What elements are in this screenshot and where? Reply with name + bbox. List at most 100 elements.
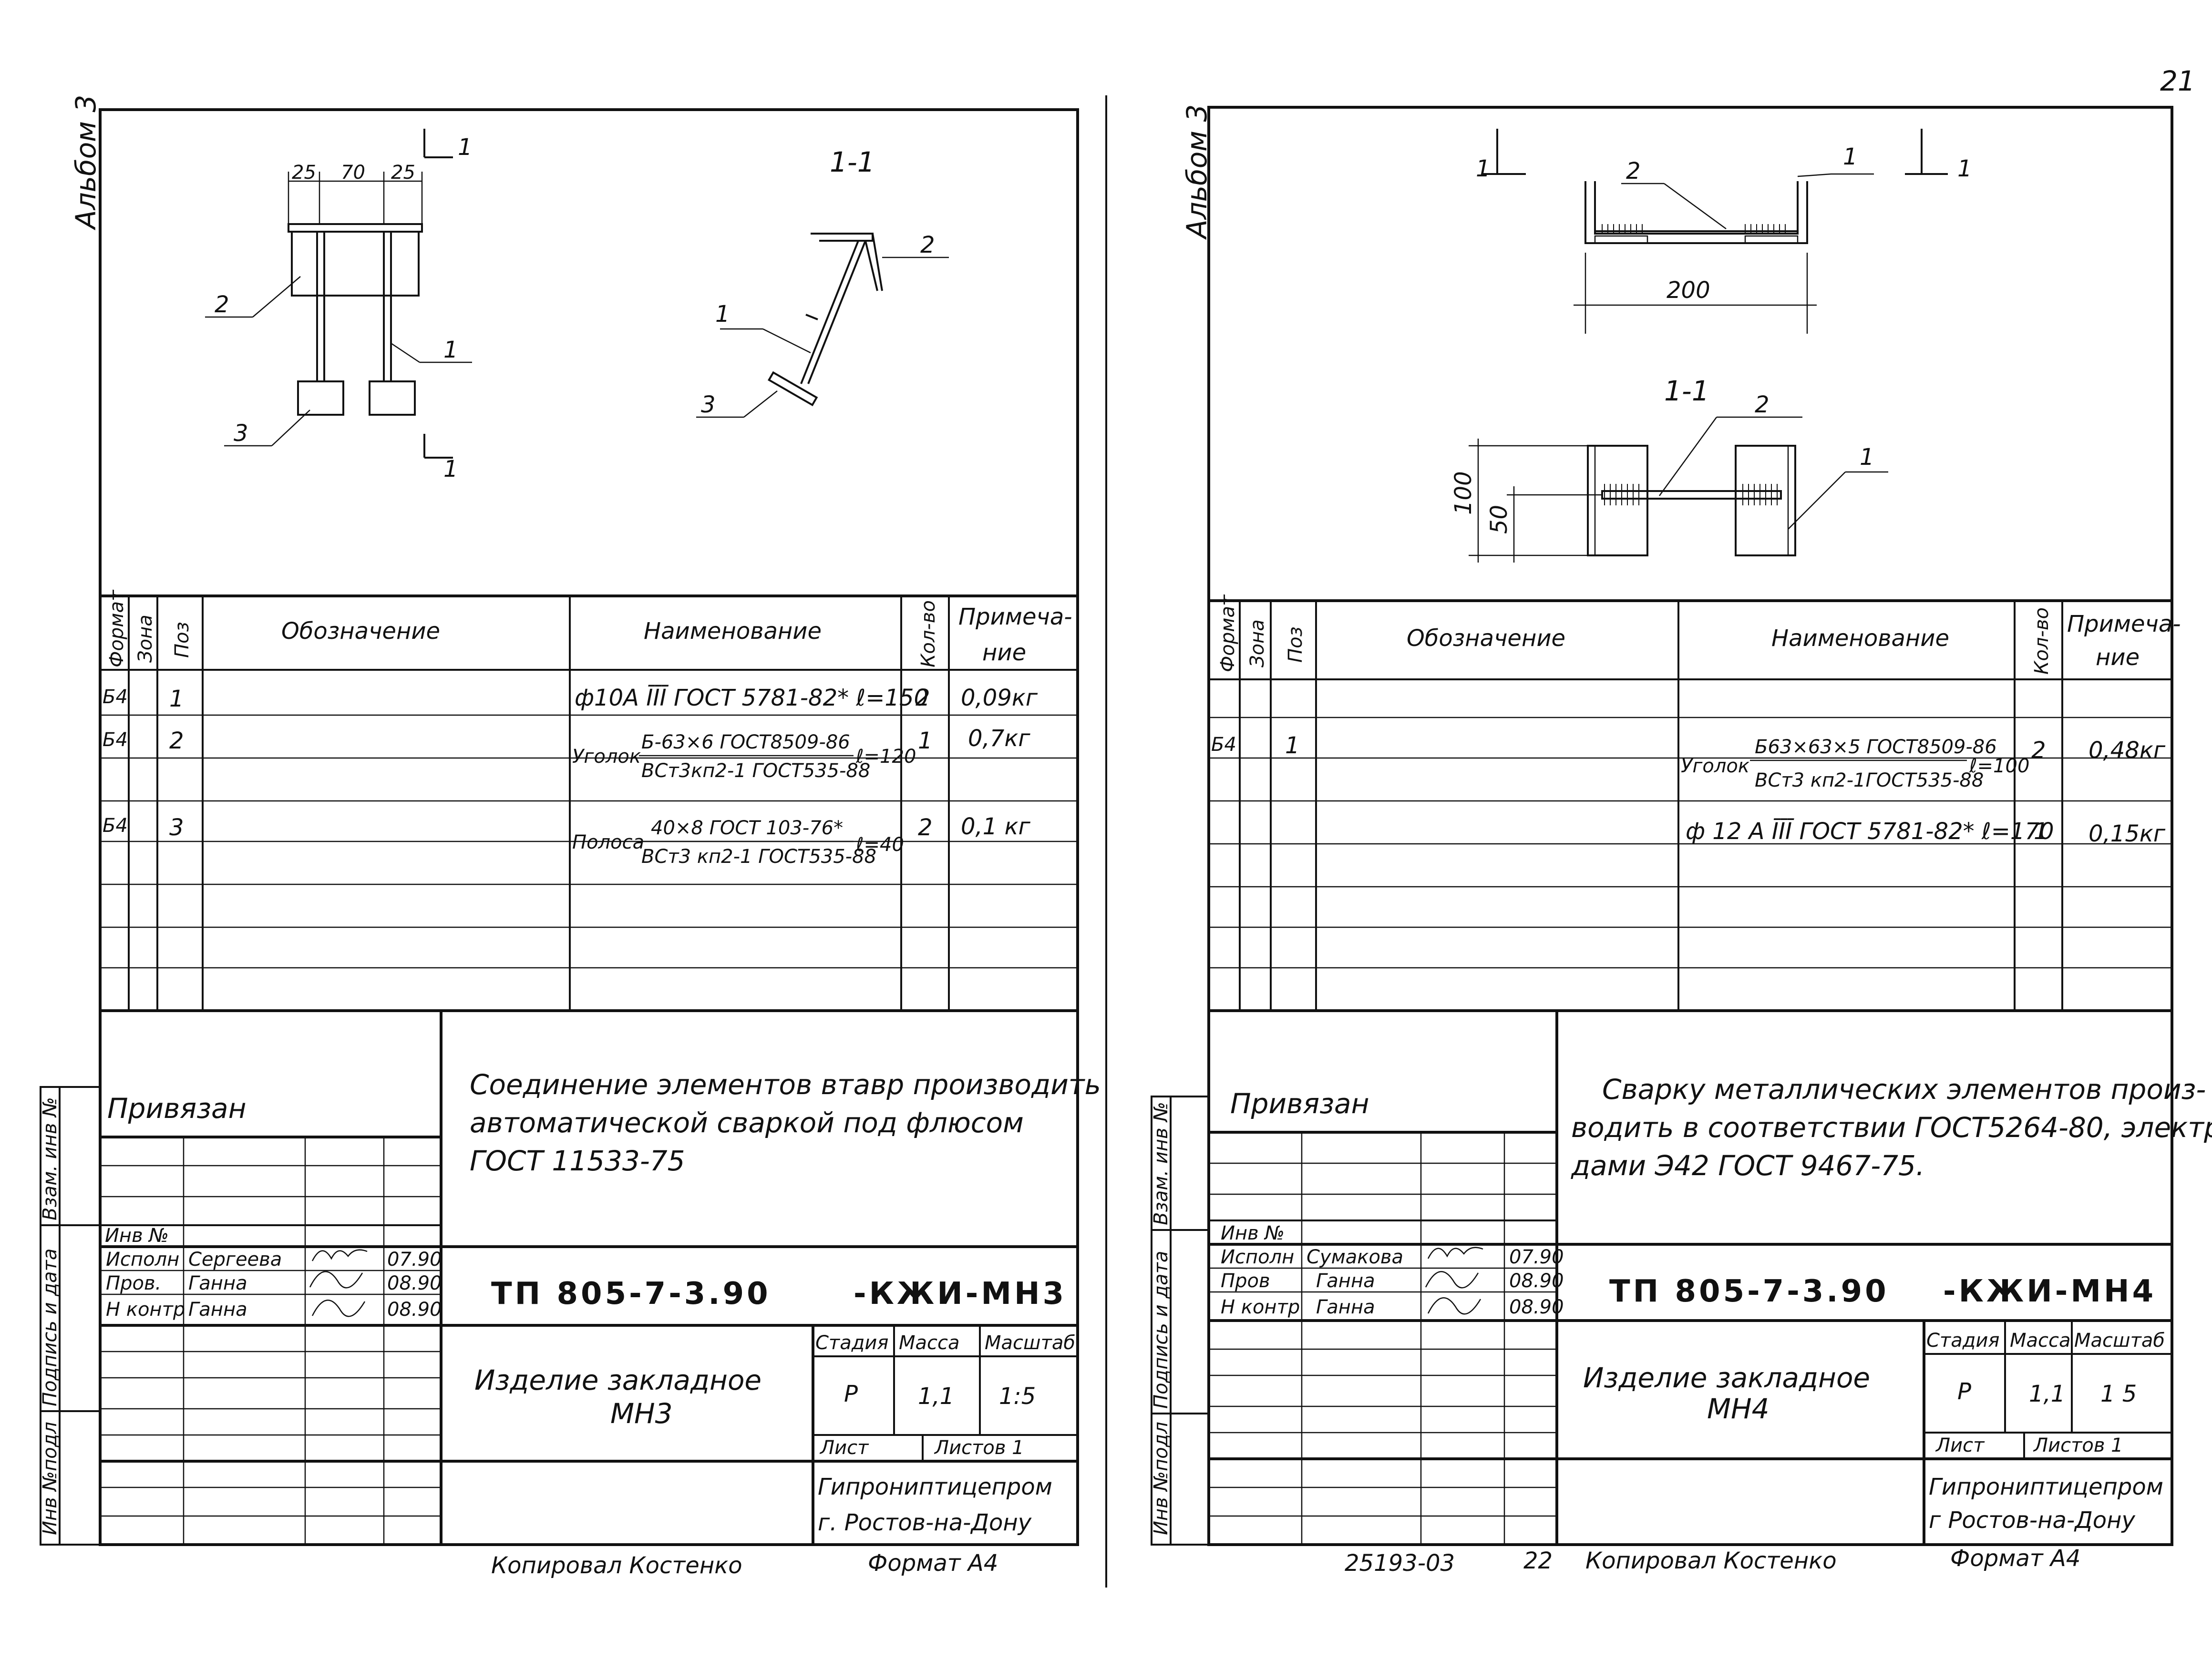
mass-h-left: Масса: [899, 1332, 960, 1354]
hdr-pos-r: Поз: [1285, 626, 1307, 663]
row2-qty: 1: [918, 728, 933, 754]
hdr-zone: Зона: [134, 615, 156, 663]
row2-prefix: Уголок: [572, 746, 641, 768]
plate-right: [369, 380, 416, 416]
mass-right: 1,1: [2029, 1381, 2065, 1407]
left-strip-inv-podl: Инв №подл: [39, 1422, 61, 1535]
angle-flange: [288, 223, 423, 233]
note-line-2: автоматической сваркой под флюсом: [470, 1107, 1024, 1139]
title-2-right: МН4: [1707, 1393, 1770, 1425]
r-note-line-3: дами Э42 ГОСТ 9467-75.: [1571, 1149, 1924, 1182]
doc-code-left: ТП 805-7-3.90: [491, 1276, 771, 1312]
plan-callout-1: 1: [1843, 143, 1858, 170]
org-2-right: г Ростов-на-Дону: [1929, 1507, 2135, 1534]
doc-code-right: ТП 805-7-3.90: [1609, 1274, 1889, 1309]
r-row2-note: 0,15кг: [2089, 820, 2166, 847]
org-1-right: Гипрониптицепром: [1929, 1474, 2163, 1500]
right-frame: [1207, 106, 2173, 1546]
left-frame: [99, 108, 1079, 1546]
stage-right: Р: [1957, 1378, 1971, 1405]
r-row1-pos: 1: [1285, 732, 1300, 759]
left-strip-vzam: Взам. инв №: [39, 1097, 61, 1220]
row1-pos: 1: [169, 686, 184, 712]
row1-name: ф10А ĪĪĪ ГОСТ 5781-82* ℓ=150: [575, 685, 928, 711]
hdr-designation-r: Обозначение: [1407, 625, 1565, 652]
section-mark-bottom: 1: [443, 456, 458, 482]
role-prov-right: Пров: [1221, 1270, 1270, 1292]
callout-3: 3: [234, 420, 248, 447]
date-1-left: 07.90: [387, 1249, 442, 1271]
scale-right: 1 5: [2100, 1381, 2137, 1407]
hdr-qty: Кол-во: [917, 600, 939, 667]
left-strip-podpis: Подпись и дата: [39, 1249, 61, 1406]
row1-qty: 2: [916, 685, 930, 711]
left-sheet: Альбом 3 25 70 25 2 1: [39, 95, 1101, 1579]
r-row2-qty: 1: [2034, 818, 2048, 845]
r-row2-name: ф 12 А ĪĪĪ ГОСТ 5781-82* ℓ=170: [1686, 818, 2054, 845]
title-2-left: МН3: [610, 1397, 673, 1430]
date-3-left: 08.90: [387, 1299, 442, 1321]
org-2-left: г. Ростов-на-Дону: [818, 1509, 1032, 1536]
row1-note: 0,09кг: [961, 685, 1038, 711]
right-strip-inv-podl: Инв №подл: [1150, 1422, 1172, 1535]
hdr-designation: Обозначение: [281, 618, 440, 645]
order-number: 25193-03: [1345, 1550, 1455, 1577]
section-angle-right: [1735, 445, 1796, 556]
section-callout-2: 2: [920, 232, 935, 258]
inv-no-left: Инв №: [105, 1225, 169, 1247]
row2-name-a: Б-63×6 ГОСТ8509-86: [641, 731, 850, 753]
hdr-note-1-r: Примеча-: [2067, 611, 2181, 637]
left-title-block: Привязан Инв № Исполн Пров. Н контр Серг…: [100, 1011, 1078, 1545]
row2-name-b: ВСт3кп2-1 ГОСТ535-88: [641, 760, 870, 782]
section-mark-left: 1: [1476, 155, 1491, 182]
dim-50: 50: [1486, 505, 1512, 534]
signature-right: [1425, 1247, 1483, 1315]
weld-hatch-left: [1602, 224, 1643, 234]
right-spec-table: Формат Зона Поз Обозначение Наименование…: [1209, 594, 2181, 1012]
stage-h-left: Стадия: [815, 1332, 888, 1354]
callout-2: 2: [215, 291, 229, 318]
r-row1-prefix: Уголок: [1681, 755, 1749, 777]
date-2-left: 08.90: [387, 1272, 442, 1294]
date-1-right: 07.90: [1509, 1246, 1564, 1268]
hdr-note-2: ние: [982, 639, 1026, 666]
section-weld-hatch: [1604, 484, 1778, 505]
dim-100: 100: [1450, 471, 1477, 515]
hdr-qty-r: Кол-во: [2031, 607, 2053, 675]
row3-pos: 3: [169, 814, 184, 841]
right-strip-podpis: Подпись и дата: [1150, 1251, 1172, 1409]
plan-callout-2: 2: [1626, 158, 1641, 184]
row3-suffix: ℓ=40: [855, 834, 904, 856]
signature-left: [309, 1249, 368, 1317]
name-3-right: Ганна: [1316, 1296, 1375, 1318]
sheet-h-right: Лист: [1935, 1435, 1985, 1456]
dim-25-right: 25: [391, 162, 415, 184]
section-title-right: 1-1: [1664, 375, 1709, 407]
role-prov-left: Пров.: [106, 1272, 161, 1294]
r-row1-name-a: Б63×63×5 ГОСТ8509-86: [1755, 736, 1997, 758]
name-3-left: Ганна: [188, 1299, 247, 1321]
hdr-name: Наименование: [644, 618, 822, 645]
doc-mark-left: -КЖИ-МН3: [854, 1276, 1067, 1312]
row3-qty: 2: [918, 814, 933, 841]
section-mark-right: 1: [1957, 155, 1972, 182]
plate-left: [297, 380, 344, 416]
hdr-format-r: Формат: [1217, 594, 1239, 672]
r-row1-name-b: ВСт3 кп2-1ГОСТ535-88: [1755, 769, 1984, 791]
section-mark-top: 1: [458, 134, 473, 161]
weld-hatch-right: [1745, 224, 1786, 234]
role-ispoln-left: Исполн: [106, 1249, 179, 1271]
name-1-left: Сергеева: [188, 1249, 282, 1271]
hdr-note-1: Примеча-: [958, 604, 1072, 630]
sheet-h-left: Лист: [819, 1437, 869, 1459]
scale-h-right: Масштаб: [2074, 1330, 2165, 1352]
section-angle-left: [1587, 445, 1648, 556]
mass-h-right: Масса: [2010, 1330, 2071, 1352]
org-1-left: Гипрониптицепром: [818, 1474, 1052, 1500]
mass-left: 1,1: [918, 1383, 954, 1410]
stage-left: Р: [844, 1381, 858, 1407]
row3-format: Б4: [103, 815, 128, 837]
r-row1-format: Б4: [1211, 734, 1236, 756]
r-note-line-2: водить в соответствии ГОСТ5264-80, элект…: [1571, 1111, 2212, 1144]
